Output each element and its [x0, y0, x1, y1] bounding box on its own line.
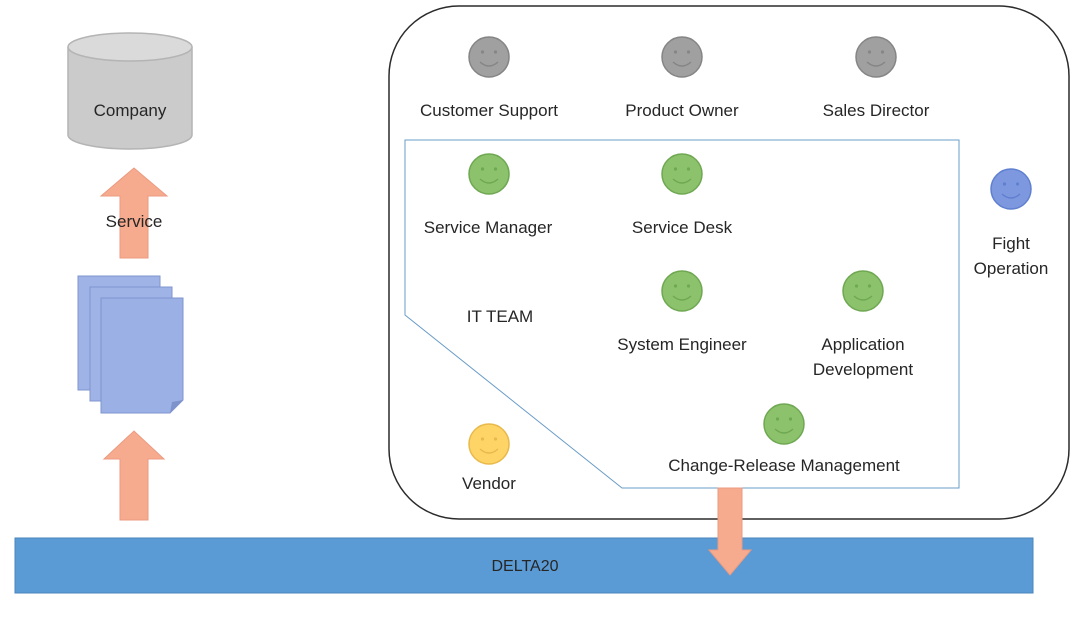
system-engineer-label: System Engineer	[617, 335, 747, 354]
delta20-label: DELTA20	[491, 558, 559, 575]
vendor-face-icon	[468, 423, 510, 465]
application-development-face-icon	[842, 270, 884, 312]
product-owner-label: Product Owner	[625, 101, 739, 120]
fight-operation-face-icon	[990, 168, 1032, 210]
change-release-face-icon	[763, 403, 805, 445]
product-owner-face-icon	[661, 36, 703, 78]
fight-operation-label: Fight Operation	[973, 234, 1049, 278]
service-desk-label: Service Desk	[631, 218, 733, 237]
change-release-label: Change-Release Management	[668, 456, 900, 475]
customer-support-label: Customer Support	[420, 101, 558, 120]
documents-icon	[77, 275, 184, 414]
delta20-bar	[14, 537, 1034, 594]
sales-director-face-icon	[855, 36, 897, 78]
company-database-icon	[67, 32, 193, 150]
service-label: Service	[105, 212, 163, 231]
it-team-label: IT TEAM	[466, 307, 534, 326]
company-label: Company	[93, 101, 167, 120]
service-desk-face-icon	[661, 153, 703, 195]
service-arrow	[99, 167, 169, 259]
system-engineer-face-icon	[661, 270, 703, 312]
change-release-arrow	[707, 487, 753, 576]
it-team-region	[404, 139, 960, 489]
vendor-label: Vendor	[462, 474, 516, 493]
sales-director-label: Sales Director	[822, 101, 930, 120]
service-manager-label: Service Manager	[423, 218, 553, 237]
service-manager-face-icon	[468, 153, 510, 195]
customer-support-face-icon	[468, 36, 510, 78]
upload-arrow	[102, 430, 166, 521]
application-development-label: Application Development	[812, 335, 914, 379]
